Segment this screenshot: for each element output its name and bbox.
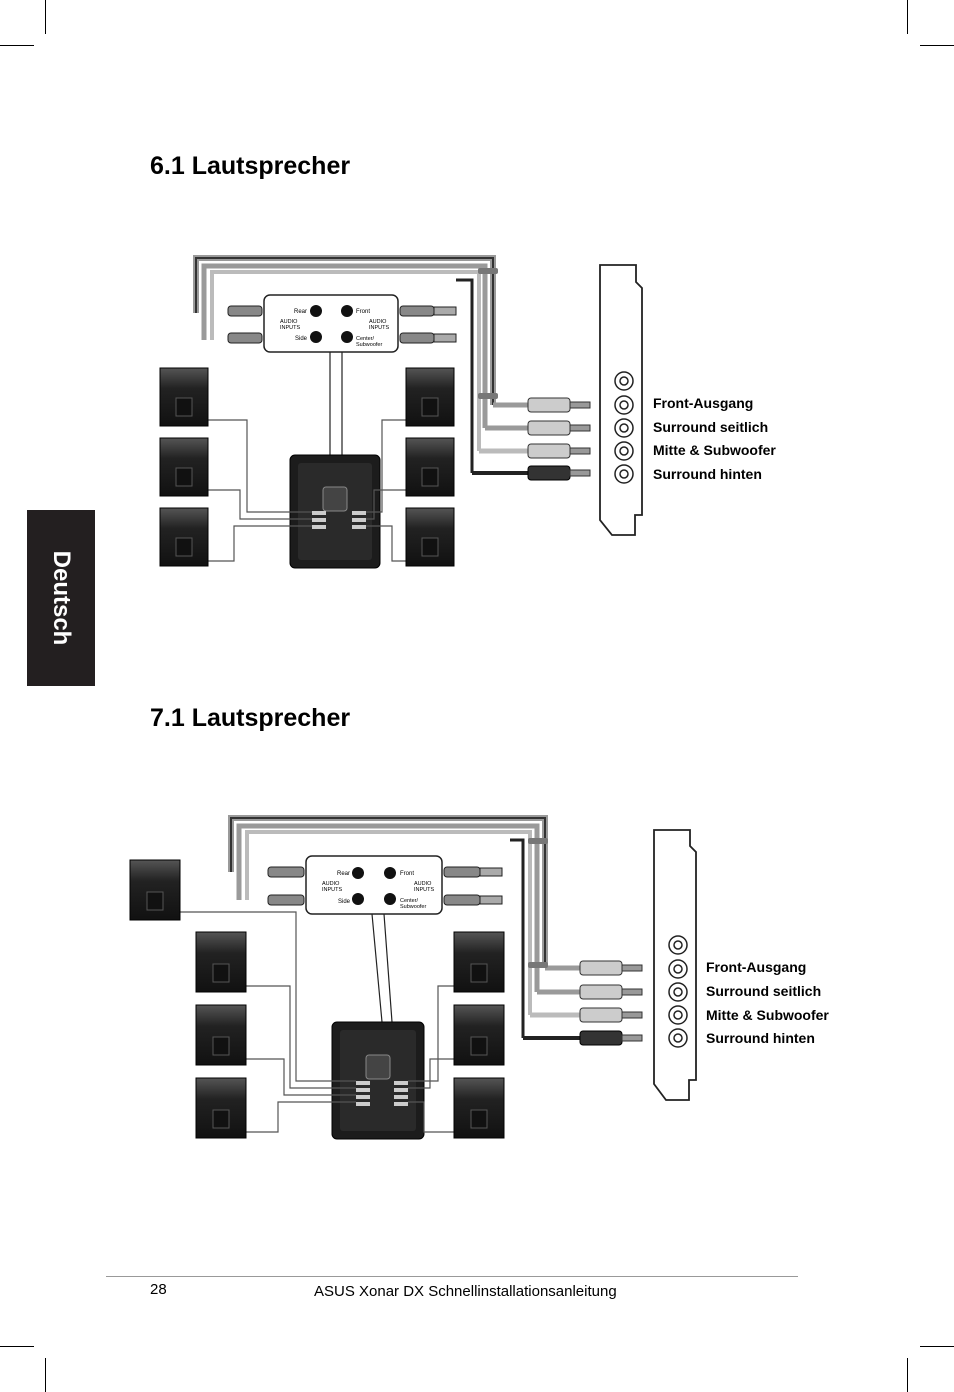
- crop-mark: [0, 1346, 34, 1347]
- section-title-7-1: 7.1 Lautsprecher: [150, 704, 351, 732]
- svg-text:INPUTS: INPUTS: [414, 887, 435, 893]
- crop-mark: [0, 45, 34, 46]
- svg-text:Center/: Center/: [400, 898, 419, 904]
- svg-text:Subwoofer: Subwoofer: [400, 904, 426, 910]
- label-front: Front: [356, 309, 370, 315]
- crop-mark: [907, 1358, 908, 1392]
- svg-text:INPUTS: INPUTS: [322, 887, 343, 893]
- svg-text:AUDIO: AUDIO: [280, 319, 298, 325]
- output-label: Surround hinten: [706, 1030, 815, 1046]
- label-side: Side: [338, 899, 351, 905]
- output-label: Surround hinten: [653, 466, 762, 482]
- speaker-group: [159, 367, 455, 567]
- output-label: Front-Ausgang: [653, 395, 753, 411]
- output-label: Surround seitlich: [653, 419, 768, 435]
- label-front: Front: [400, 871, 414, 877]
- speaker-diagram-7-1: Rear Front AUDIO INPUTS AUDIO INPUTS Sid…: [129, 815, 829, 1140]
- svg-text:INPUTS: INPUTS: [280, 325, 301, 331]
- svg-text:AUDIO: AUDIO: [414, 881, 432, 887]
- output-label: Surround seitlich: [706, 983, 821, 999]
- output-label: Front-Ausgang: [706, 959, 806, 975]
- crop-mark: [920, 45, 954, 46]
- label-rear: Rear: [294, 309, 307, 315]
- crop-mark: [45, 1358, 46, 1392]
- crop-mark: [45, 0, 46, 34]
- crop-mark: [907, 0, 908, 34]
- footer-title: ASUS Xonar DX Schnellinstallationsanleit…: [314, 1283, 617, 1300]
- output-label: Mitte & Subwoofer: [653, 442, 776, 458]
- label-rear: Rear: [337, 871, 350, 877]
- page-number: 28: [150, 1281, 167, 1298]
- speaker-diagram-6-1: Rear Front AUDIO INPUTS AUDIO INPUTS Sid…: [159, 255, 776, 569]
- output-label: Mitte & Subwoofer: [706, 1007, 829, 1023]
- svg-text:INPUTS: INPUTS: [369, 325, 390, 331]
- label-side: Side: [295, 336, 308, 342]
- audio-input-panel: [305, 855, 443, 915]
- svg-text:AUDIO: AUDIO: [369, 319, 387, 325]
- language-side-tab: Deutsch: [27, 510, 95, 686]
- svg-text:Subwoofer: Subwoofer: [356, 342, 382, 348]
- speaker-group: [129, 859, 505, 1139]
- svg-text:AUDIO: AUDIO: [322, 881, 340, 887]
- section-title-6-1: 6.1 Lautsprecher: [150, 152, 351, 180]
- audio-input-panel: [263, 294, 399, 353]
- svg-text:Center/: Center/: [356, 336, 375, 342]
- footer-divider: [106, 1276, 798, 1277]
- crop-mark: [920, 1346, 954, 1347]
